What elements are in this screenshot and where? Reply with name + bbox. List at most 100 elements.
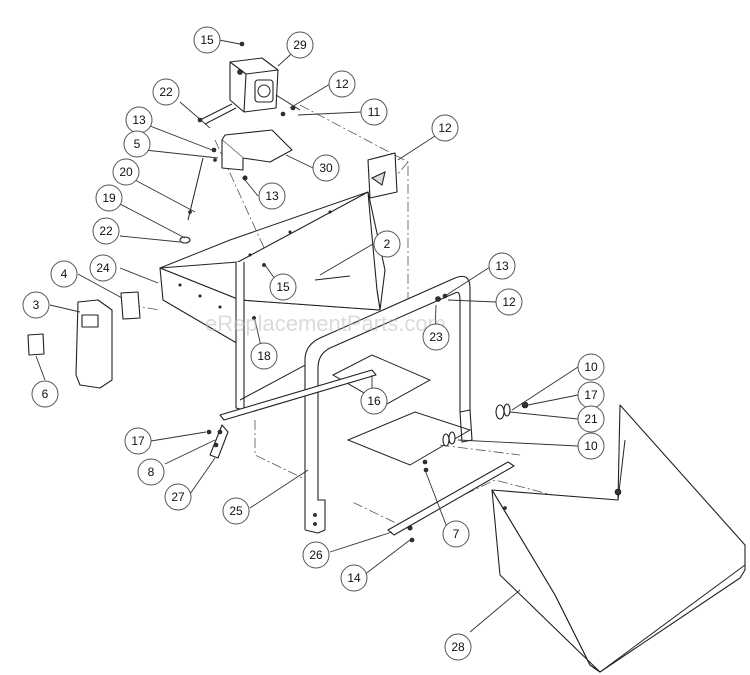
callout-21: 21 bbox=[577, 405, 605, 433]
callout-number: 16 bbox=[367, 394, 381, 408]
watermark-text: eReplacementParts.com bbox=[205, 311, 446, 336]
callout-number: 22 bbox=[99, 224, 113, 238]
callout-circle bbox=[123, 130, 151, 158]
callout-circle bbox=[193, 26, 221, 54]
linkage-rod bbox=[179, 157, 204, 244]
callout-number: 29 bbox=[293, 38, 307, 52]
rail-7 bbox=[387, 459, 515, 536]
callout-circle bbox=[431, 114, 459, 142]
callout-circle bbox=[222, 497, 250, 525]
callout-number: 7 bbox=[453, 527, 460, 541]
callout-number: 13 bbox=[132, 113, 146, 127]
callout-number: 13 bbox=[265, 189, 279, 203]
callout-circle bbox=[250, 342, 278, 370]
callout-22: 22 bbox=[92, 217, 120, 245]
callout-circle bbox=[269, 273, 297, 301]
callout-number: 12 bbox=[502, 295, 516, 309]
scoop-tray bbox=[491, 404, 746, 673]
callout-25: 25 bbox=[222, 497, 250, 525]
callout-number: 24 bbox=[96, 261, 110, 275]
callout-5: 5 bbox=[123, 130, 151, 158]
rail-27 bbox=[209, 369, 377, 459]
hopper-body bbox=[159, 191, 386, 411]
callout-13: 13 bbox=[125, 106, 153, 134]
callout-circle bbox=[302, 541, 330, 569]
callout-circle bbox=[360, 387, 388, 415]
callout-circle bbox=[95, 184, 123, 212]
callout-circle bbox=[31, 380, 59, 408]
callout-3: 3 bbox=[22, 291, 50, 319]
callout-4: 4 bbox=[50, 260, 78, 288]
callout-20: 20 bbox=[112, 158, 140, 186]
callout-14: 14 bbox=[340, 564, 368, 592]
callout-circle bbox=[577, 432, 605, 460]
decals bbox=[27, 152, 398, 356]
callout-circle bbox=[422, 323, 450, 351]
callout-8: 8 bbox=[137, 458, 165, 486]
callout-number: 6 bbox=[42, 387, 49, 401]
callout-number: 19 bbox=[102, 191, 116, 205]
callout-number: 18 bbox=[257, 349, 271, 363]
callout-19: 19 bbox=[95, 184, 123, 212]
callout-number: 20 bbox=[119, 165, 133, 179]
callout-circle bbox=[89, 254, 117, 282]
callout-number: 25 bbox=[229, 504, 243, 518]
callout-circle bbox=[373, 230, 401, 258]
callout-circle bbox=[286, 31, 314, 59]
callout-number: 23 bbox=[429, 330, 443, 344]
callout-number: 28 bbox=[451, 640, 465, 654]
callout-10: 10 bbox=[577, 353, 605, 381]
callout-18: 18 bbox=[250, 342, 278, 370]
callout-number: 10 bbox=[584, 439, 598, 453]
callout-circle bbox=[137, 458, 165, 486]
callout-7: 7 bbox=[442, 520, 470, 548]
callout-number: 2 bbox=[384, 237, 391, 251]
callout-24: 24 bbox=[89, 254, 117, 282]
callout-circle bbox=[92, 217, 120, 245]
callout-23: 23 bbox=[422, 323, 450, 351]
callout-number: 11 bbox=[368, 105, 381, 119]
callout-circle bbox=[495, 288, 523, 316]
callout-12: 12 bbox=[495, 288, 523, 316]
callout-number: 3 bbox=[33, 298, 40, 312]
callout-26: 26 bbox=[302, 541, 330, 569]
callout-number: 4 bbox=[61, 267, 68, 281]
callout-15: 15 bbox=[193, 26, 221, 54]
callout-number: 14 bbox=[347, 571, 361, 585]
callout-10: 10 bbox=[577, 432, 605, 460]
callout-circle bbox=[444, 633, 472, 661]
callout-circle bbox=[50, 260, 78, 288]
callout-11: 11 bbox=[360, 98, 388, 126]
callout-circle bbox=[164, 483, 192, 511]
callout-circle bbox=[340, 564, 368, 592]
callout-number: 13 bbox=[495, 259, 509, 273]
callout-number: 27 bbox=[171, 490, 185, 504]
callout-2: 2 bbox=[373, 230, 401, 258]
callout-27: 27 bbox=[164, 483, 192, 511]
callout-13: 13 bbox=[488, 252, 516, 280]
callout-30: 30 bbox=[312, 154, 340, 182]
callout-circle bbox=[328, 70, 356, 98]
callout-number: 26 bbox=[309, 548, 323, 562]
callout-circle bbox=[360, 98, 388, 126]
callout-29: 29 bbox=[286, 31, 314, 59]
callout-number: 8 bbox=[148, 465, 155, 479]
callout-circle bbox=[124, 427, 152, 455]
callout-circle bbox=[312, 154, 340, 182]
callout-number: 12 bbox=[335, 77, 349, 91]
callout-28: 28 bbox=[444, 633, 472, 661]
callout-number: 21 bbox=[584, 412, 598, 426]
callout-number: 30 bbox=[319, 161, 333, 175]
callout-17: 17 bbox=[124, 427, 152, 455]
callout-circle bbox=[258, 182, 286, 210]
callout-circle bbox=[112, 158, 140, 186]
callout-circle bbox=[22, 291, 50, 319]
callout-6: 6 bbox=[31, 380, 59, 408]
mount-bracket bbox=[211, 129, 293, 181]
callout-number: 15 bbox=[276, 280, 290, 294]
side-plate bbox=[75, 299, 113, 389]
callout-circle bbox=[488, 252, 516, 280]
callout-22: 22 bbox=[152, 78, 180, 106]
